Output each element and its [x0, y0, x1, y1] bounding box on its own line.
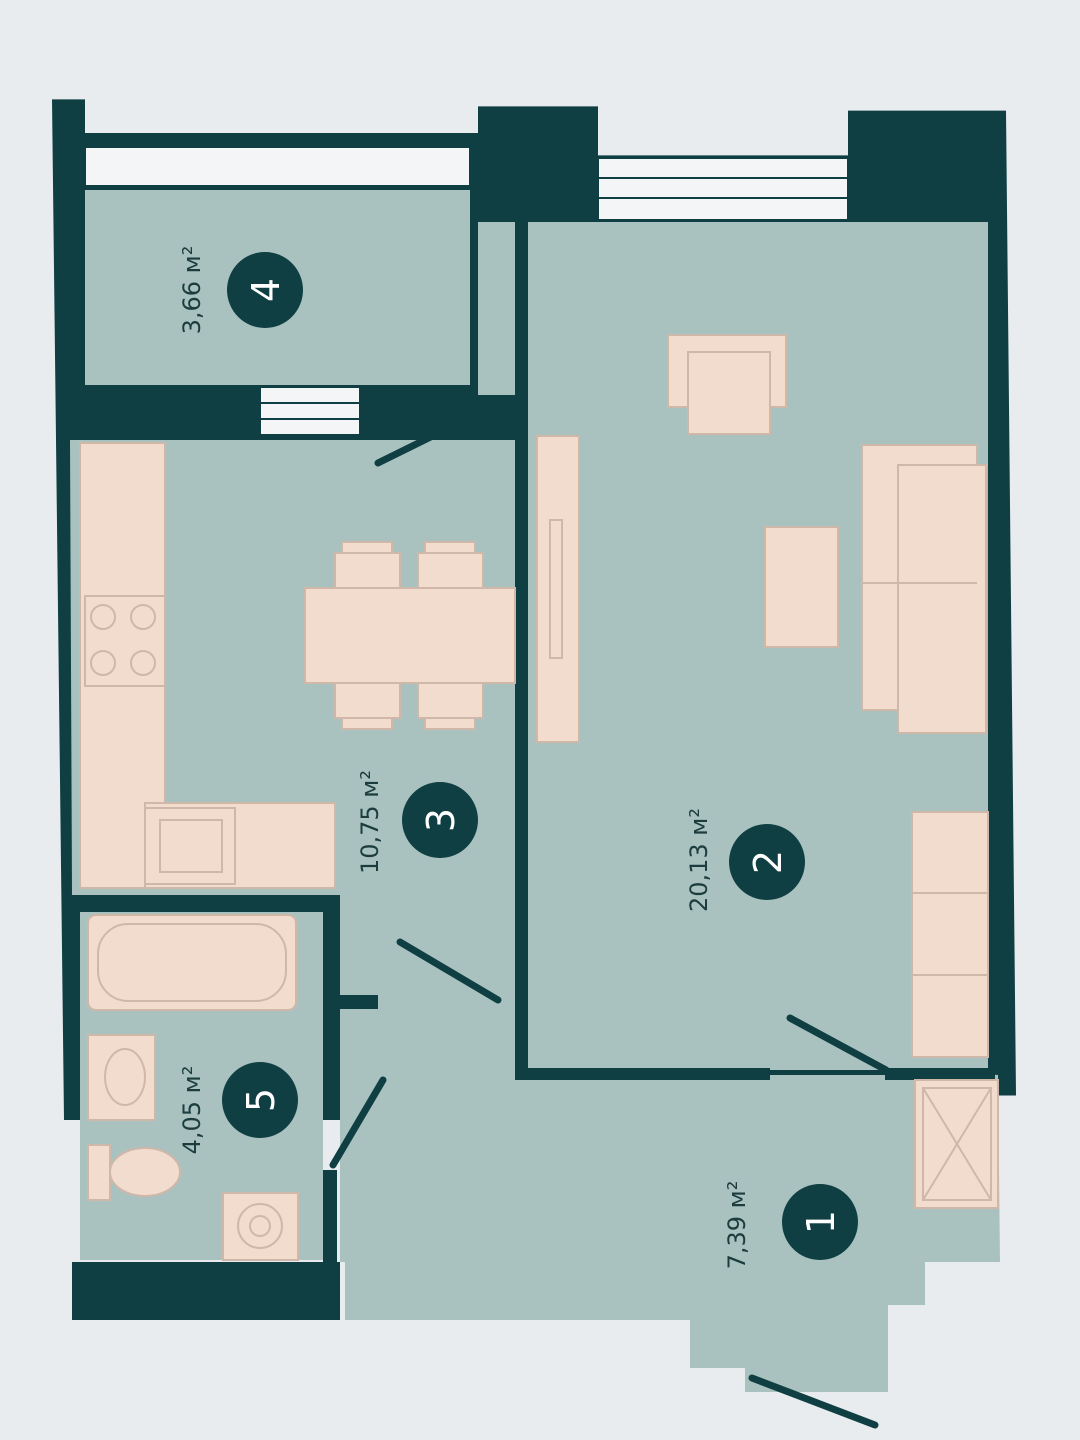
wall-living-left: [515, 222, 528, 992]
wall-bath-top: [72, 895, 340, 909]
washing-machine-icon: [222, 1192, 299, 1261]
washbasin-icon: [87, 1034, 156, 1121]
room-label-3: 3 10,75 м²: [356, 770, 478, 874]
room-label-4: 4 3,66 м²: [178, 246, 303, 335]
room-number: 4: [244, 278, 288, 302]
room-label-5: 5 4,05 м²: [178, 1062, 298, 1154]
room-area: 7,39 м²: [723, 1181, 751, 1270]
floor-kitchen-hall: [70, 222, 1000, 1392]
wardrobe-icon: [914, 1079, 999, 1209]
room-label-1: 1 7,39 м²: [723, 1181, 858, 1270]
chair-icon: [334, 541, 484, 730]
wall-bath-right-low: [323, 1170, 337, 1262]
floors: [70, 190, 1000, 1392]
wall-living-right: [988, 222, 1000, 1072]
bathtub-icon: [87, 914, 297, 1011]
tv-unit-icon: [536, 435, 580, 743]
wall-living-bottom: [515, 1068, 770, 1080]
room-label-2: 2 20,13 м²: [685, 808, 805, 912]
wall-bath-bottom: [72, 1262, 340, 1320]
room-area: 3,66 м²: [178, 246, 206, 335]
wall-balcony-bottom: [70, 385, 260, 440]
wall-balcony-right: [470, 190, 478, 400]
room-number: 5: [239, 1088, 283, 1112]
wall-bath-right-stub: [323, 995, 378, 1009]
room-area: 4,05 м²: [178, 1066, 206, 1155]
wall-living-left-low: [515, 1000, 528, 1075]
sofa-icon: [861, 444, 987, 734]
wardrobe-icon: [911, 811, 989, 1058]
room-number: 2: [746, 850, 790, 874]
sink-icon: [144, 807, 236, 885]
coffee-table-icon: [764, 526, 839, 648]
window-icon: [84, 146, 849, 436]
dining-table-icon: [304, 587, 516, 684]
room-area: 20,13 м²: [685, 808, 713, 912]
stove-icon: [84, 595, 166, 687]
wall-bath-right: [323, 895, 337, 1060]
room-area: 10,75 м²: [356, 770, 384, 874]
room-number: 3: [419, 808, 463, 832]
armchair-icon: [667, 334, 787, 435]
interior-walls: [70, 190, 1000, 1320]
room-number: 1: [799, 1210, 843, 1234]
wall-living-bottom-right: [885, 1068, 995, 1080]
toilet-icon: [87, 1144, 181, 1201]
door-icon: [329, 416, 890, 1429]
